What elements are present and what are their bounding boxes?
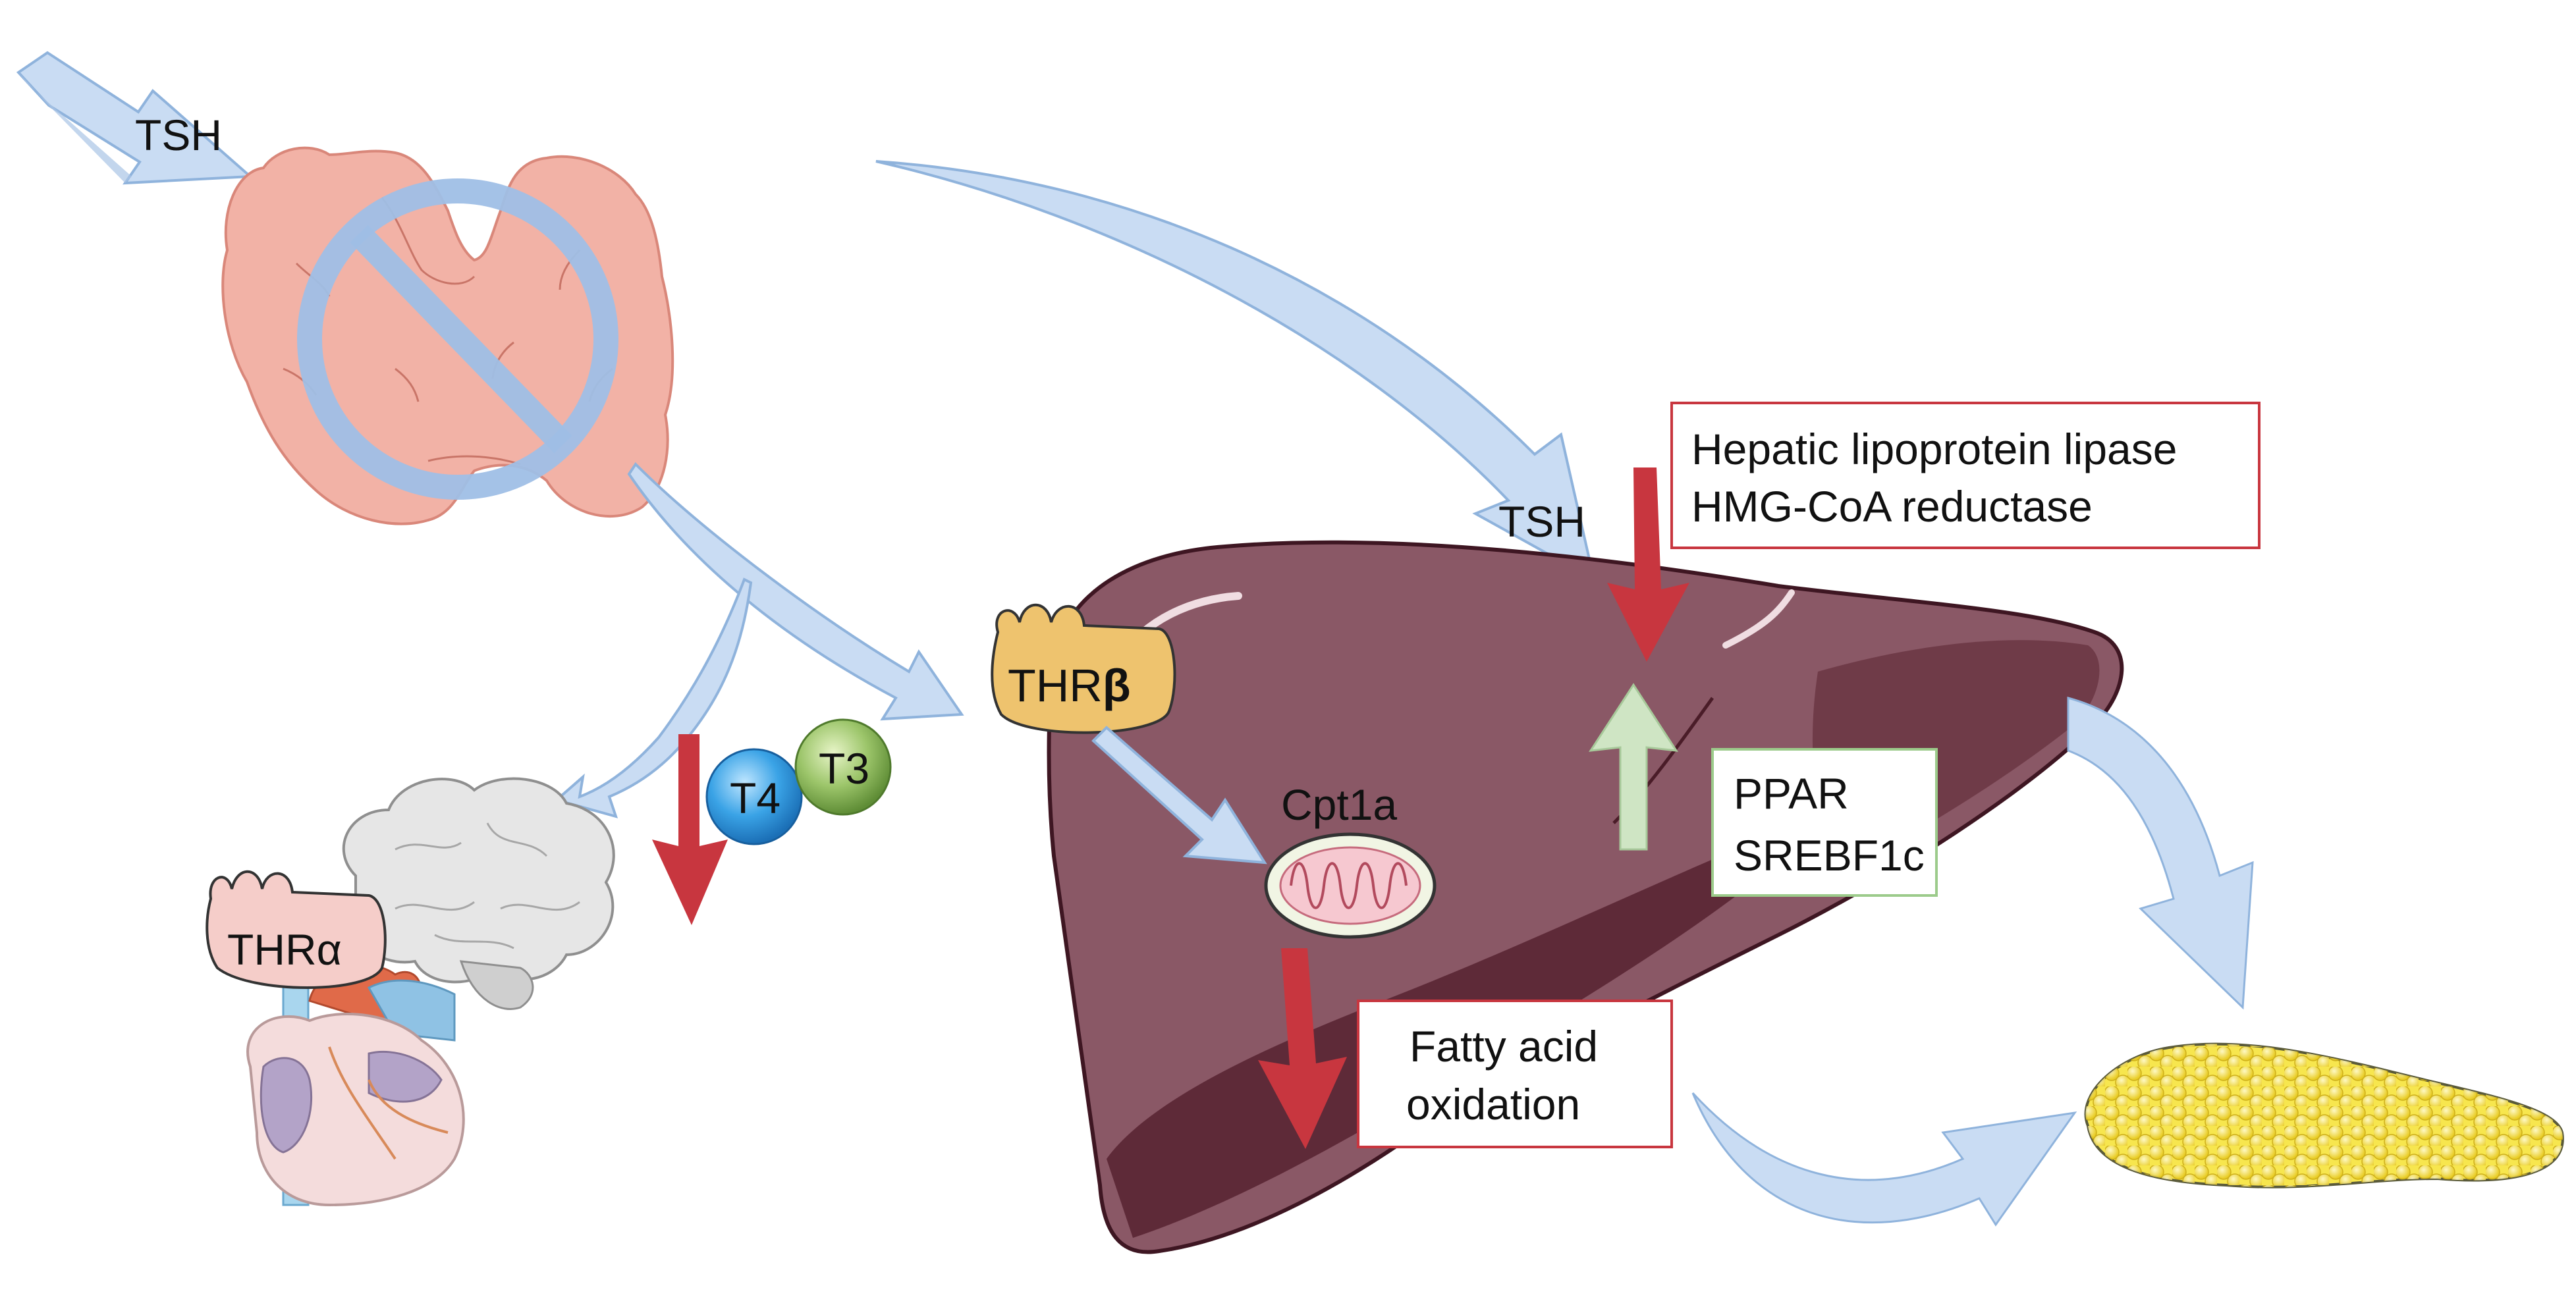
brain-illustration	[342, 777, 615, 1010]
green-up-arrow	[1589, 683, 1678, 851]
thyroid-to-thr-arrows	[553, 462, 964, 818]
enzymes-line-1: Hepatic lipoprotein lipase	[1691, 425, 2177, 473]
tsh-input-label: TSH	[135, 111, 222, 159]
t4-label: T4	[730, 774, 781, 822]
adipose-tissue	[2084, 1042, 2564, 1188]
thr-beta-text: THR	[1008, 660, 1103, 711]
mitochondrion	[1264, 832, 1437, 939]
enzymes-box	[1670, 402, 2261, 549]
thr-alpha-receptor	[206, 870, 387, 989]
liver-to-fat-arrow-lower	[1691, 1092, 2077, 1227]
thr-beta-label: THRβ	[1008, 660, 1131, 711]
ppar-line-2: SREBF1c	[1734, 831, 1925, 880]
red-down-arrow-hormones	[652, 734, 728, 925]
thr-beta-symbol: β	[1103, 660, 1131, 711]
fatty-acid-line-2: oxidation	[1406, 1080, 1580, 1129]
thr-to-cpt1a-arrow	[1091, 726, 1267, 865]
t3-label: T3	[819, 744, 869, 793]
ppar-box	[1711, 748, 1938, 897]
inhibition-symbol	[297, 178, 618, 500]
red-down-arrow-oxidation	[1258, 948, 1347, 1149]
red-down-arrow-enzymes	[1607, 467, 1689, 662]
t3-sphere	[794, 718, 892, 816]
t4-sphere	[705, 748, 803, 845]
ppar-line-1: PPAR	[1734, 769, 1849, 818]
heart-illustration	[246, 964, 465, 1207]
liver-to-fat-arrow-upper	[2067, 697, 2254, 1010]
fatty-acid-box	[1357, 1000, 1673, 1148]
enzymes-line-2: HMG-CoA reductase	[1691, 482, 2093, 531]
cpt1a-label: Cpt1a	[1281, 780, 1397, 829]
thr-beta-receptor	[991, 603, 1176, 734]
tsh-to-liver-arrow	[875, 160, 1596, 582]
thr-alpha-label: THRα	[227, 925, 342, 974]
tsh-liver-label: TSH	[1498, 497, 1585, 546]
fatty-acid-line-1: Fatty acid	[1410, 1022, 1598, 1071]
